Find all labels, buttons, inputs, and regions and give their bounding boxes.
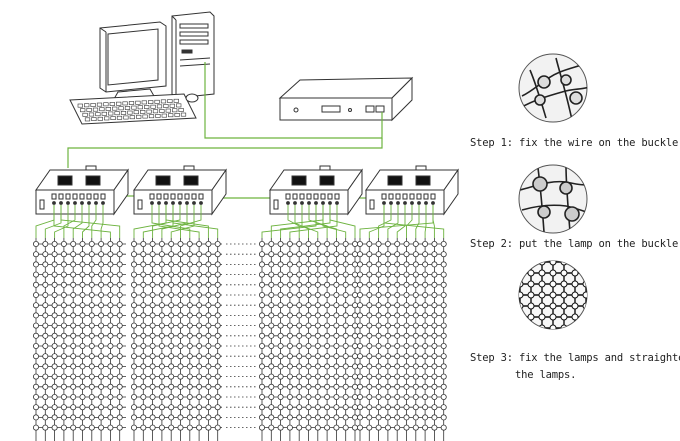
computer-icon xyxy=(69,11,215,125)
step-3-label-line1: Step 3: fix the lamps and straighten xyxy=(470,352,680,364)
sub-controller-2 xyxy=(133,165,227,216)
sub-controller-group xyxy=(35,165,459,216)
sub-controller-1 xyxy=(35,165,129,216)
sub-controller-3 xyxy=(269,165,363,216)
buckle-detail-icon xyxy=(518,53,588,330)
step-3-label-line2: the lamps. xyxy=(515,369,577,381)
sub-controller-4 xyxy=(365,165,459,216)
data-wires xyxy=(67,62,383,199)
lamp-grid-icon xyxy=(33,205,447,441)
step-1-label: Step 1: fix the wire on the buckle. xyxy=(470,137,680,149)
step-2-label: Step 2: put the lamp on the buckle. xyxy=(470,238,680,250)
main-controller-icon xyxy=(278,76,414,122)
